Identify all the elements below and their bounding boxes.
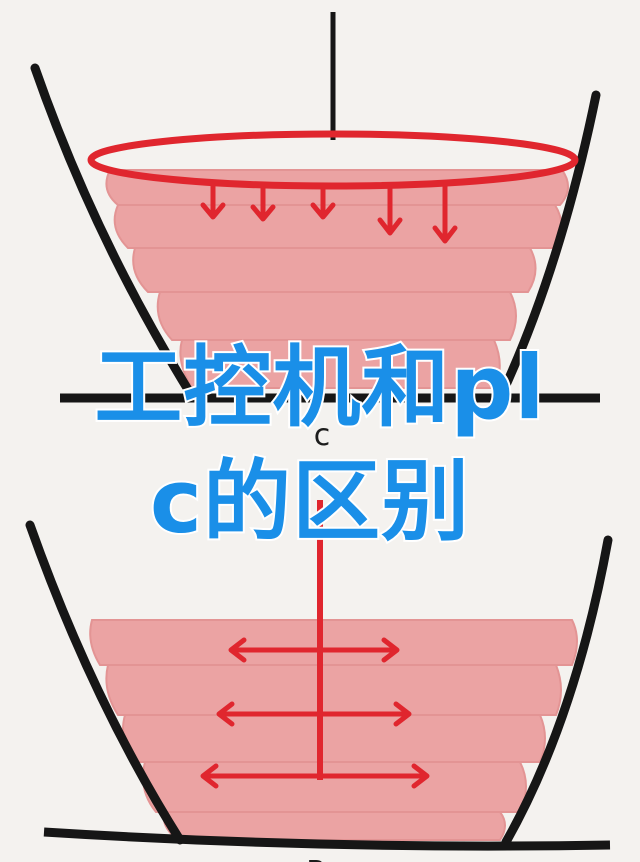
top-layer-5 xyxy=(179,339,501,389)
bottom-layer-3 xyxy=(122,714,546,763)
down-arrow-5 xyxy=(432,182,458,244)
down-arrows xyxy=(200,182,458,244)
bottom-layer-5 xyxy=(162,811,506,841)
double-arrow-2 xyxy=(216,701,412,727)
top-layer-3 xyxy=(132,247,537,293)
bottom-diagram-label: B xyxy=(306,854,325,862)
down-arrow-1 xyxy=(200,182,226,220)
top-red-ring xyxy=(87,130,579,190)
overlay-title-line-1: 工控机和pl xyxy=(92,336,546,440)
bottom-funnel: B xyxy=(25,500,613,862)
top-right-wall xyxy=(495,90,601,403)
top-layer-4 xyxy=(156,291,517,341)
bottom-base-curve xyxy=(43,827,611,851)
down-arrow-2 xyxy=(250,182,276,222)
top-left-wall xyxy=(30,63,197,401)
top-diagram-label: c xyxy=(314,418,331,453)
double-arrow-3 xyxy=(200,763,430,789)
horizontal-arrows xyxy=(200,637,430,789)
top-layer-2 xyxy=(113,204,563,249)
double-arrow-1 xyxy=(228,637,400,663)
overlay-title-line-2: c的区别 xyxy=(148,450,471,554)
down-arrow-4 xyxy=(377,182,403,236)
bottom-layer-1 xyxy=(89,619,578,666)
bottom-right-wall xyxy=(501,535,613,847)
top-funnel: c xyxy=(30,12,601,453)
bottom-left-wall xyxy=(25,520,185,845)
down-arrow-3 xyxy=(310,182,336,220)
bottom-layer-4 xyxy=(142,761,527,813)
bottom-layer-2 xyxy=(105,664,562,716)
